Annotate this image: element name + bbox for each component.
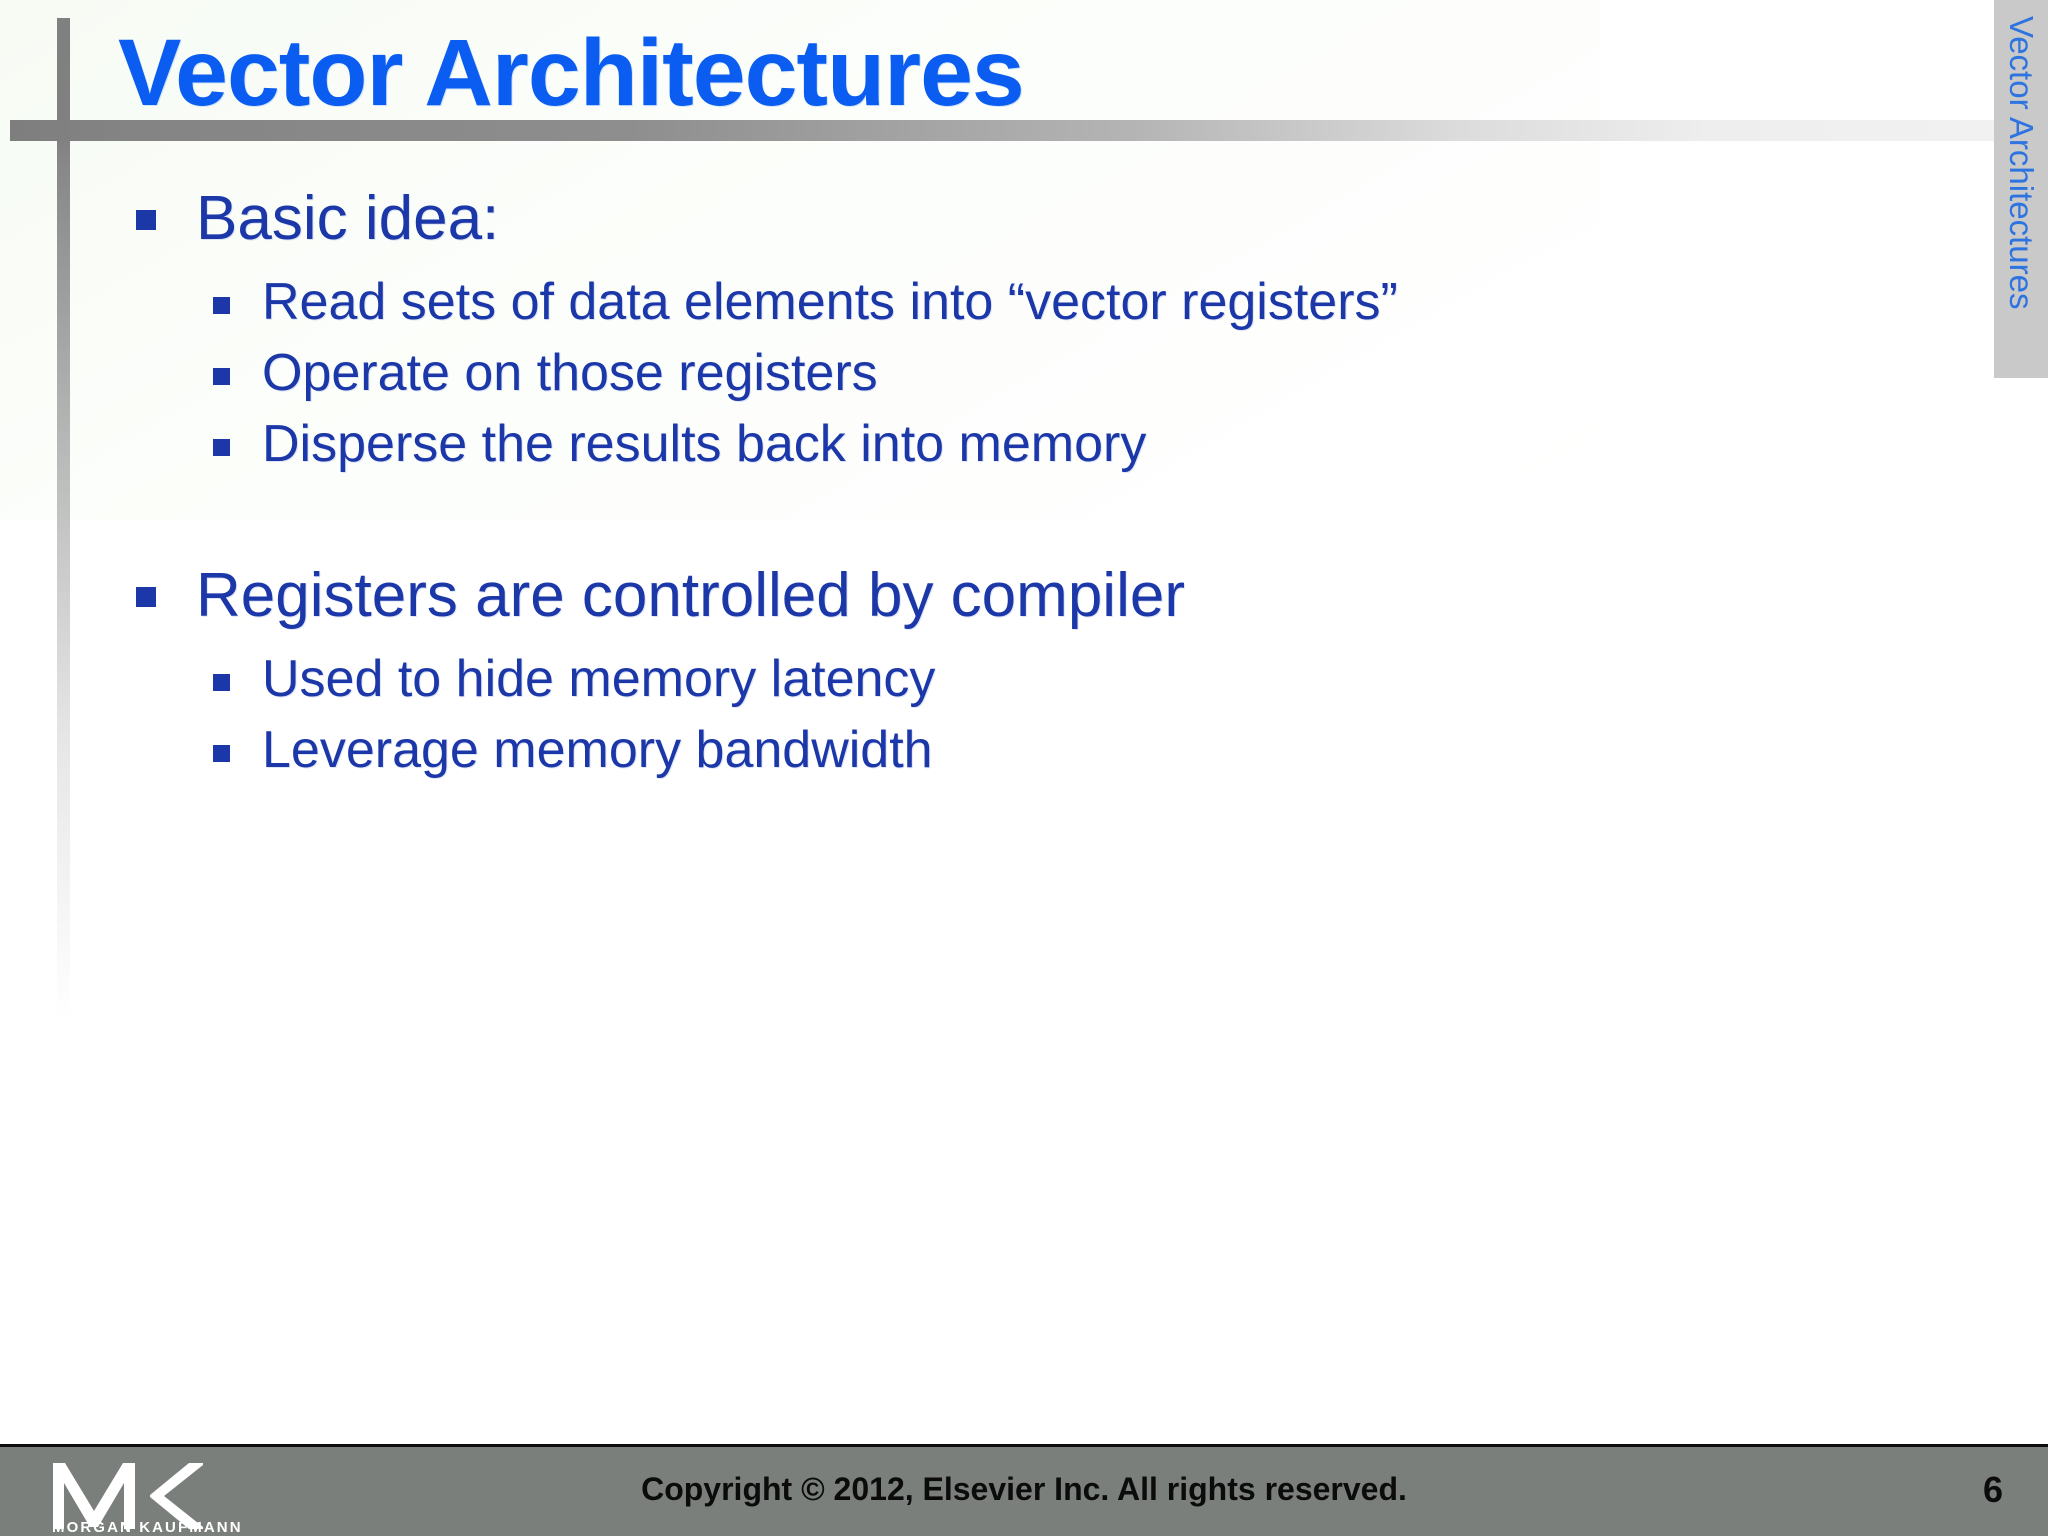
bullet-level2-text: Read sets of data elements into “vector …: [262, 273, 1398, 331]
bullet-group-spacer: [0, 481, 1900, 555]
section-tab-label: Vector Architectures: [2003, 16, 2040, 310]
square-bullet-icon: [136, 210, 156, 230]
bullet-level1-text: Basic idea:: [196, 184, 500, 253]
slide-title: Vector Architectures: [118, 20, 1025, 126]
slide-body: Basic idea: Read sets of data elements i…: [0, 178, 1900, 787]
copyright-text: Copyright © 2012, Elsevier Inc. All righ…: [641, 1471, 1407, 1507]
bullet-level2-text: Used to hide memory latency: [262, 650, 936, 708]
bullet-level2: Used to hide memory latency: [213, 645, 1900, 714]
square-bullet-icon: [213, 674, 230, 691]
bullet-level2: Disperse the results back into memory: [213, 410, 1900, 479]
bullet-level2-text: Operate on those registers: [262, 344, 878, 402]
bullet-level2-text: Leverage memory bandwidth: [262, 721, 933, 779]
bullet-level2: Operate on those registers: [213, 339, 1900, 408]
square-bullet-icon: [136, 587, 156, 607]
logo-wordmark: MORGAN KAUFMANN: [52, 1519, 243, 1536]
bullet-level1: Basic idea:: [136, 178, 1900, 260]
bullet-level2-text: Disperse the results back into memory: [262, 415, 1147, 473]
square-bullet-icon: [213, 439, 230, 456]
square-bullet-icon: [213, 297, 230, 314]
bullet-level2: Read sets of data elements into “vector …: [213, 268, 1900, 337]
section-tab: Vector Architectures: [1994, 0, 2048, 378]
bullet-level2: Leverage memory bandwidth: [213, 716, 1900, 785]
morgan-kaufmann-logo-icon: [53, 1463, 203, 1529]
square-bullet-icon: [213, 745, 230, 762]
bullet-level1: Registers are controlled by compiler: [136, 555, 1900, 637]
title-vertical-rule: [57, 18, 70, 1018]
square-bullet-icon: [213, 368, 230, 385]
bullet-level1-text: Registers are controlled by compiler: [196, 561, 1185, 630]
slide-footer: MORGAN KAUFMANN Copyright © 2012, Elsevi…: [0, 1444, 2048, 1536]
page-number: 6: [1982, 1469, 2003, 1510]
title-horizontal-rule: [10, 120, 2048, 141]
